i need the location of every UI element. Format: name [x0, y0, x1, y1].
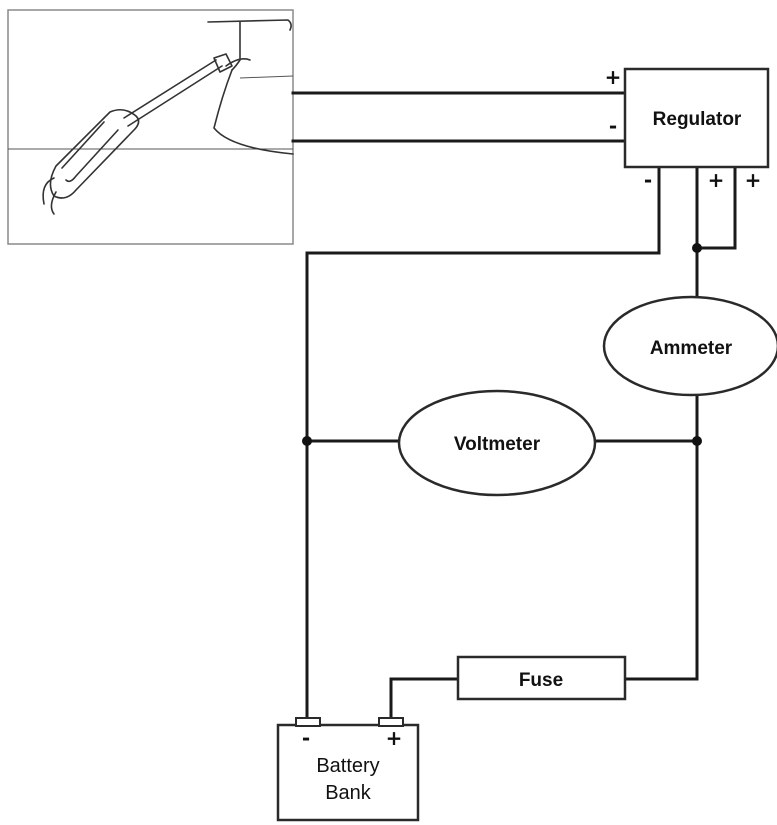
fuse-label: Fuse: [519, 670, 563, 691]
ammeter-label: Ammeter: [650, 338, 733, 359]
regulator-in-positive-sign: +: [605, 65, 622, 89]
regulator-out-positive-sign-1: +: [708, 168, 725, 192]
fuse: Fuse: [456, 655, 627, 701]
regulator-out-negative-sign: -: [644, 168, 652, 192]
junction-dot: [692, 436, 702, 446]
generator-illustration: [7, 9, 294, 245]
battery-label-line1: Battery: [316, 755, 379, 777]
voltmeter-label: Voltmeter: [454, 434, 541, 455]
wire-fuse-battery: [389, 677, 460, 722]
wires: [291, 91, 737, 725]
regulator-label: Regulator: [653, 109, 742, 130]
battery-positive-sign: +: [386, 726, 403, 750]
wire-regulator-positive-2: [695, 165, 737, 250]
regulator-in-negative-sign: -: [609, 114, 617, 138]
ammeter: Ammeter: [602, 295, 777, 397]
junctions: [302, 243, 702, 446]
regulator-out-positive-sign-2: +: [745, 168, 762, 192]
battery-negative-terminal: [295, 717, 321, 727]
voltmeter: Voltmeter: [397, 389, 597, 497]
wire-ammeter-out: [623, 393, 699, 681]
battery-label-line2: Bank: [325, 782, 372, 804]
wire-regulator-negative: [305, 165, 661, 725]
junction-dot: [302, 436, 312, 446]
regulator-box: Regulator + - - + +: [605, 65, 770, 192]
battery-positive-terminal: [378, 717, 404, 727]
junction-dot: [692, 243, 702, 253]
battery-bank: - + Battery Bank: [276, 717, 420, 822]
battery-negative-sign: -: [302, 726, 310, 750]
